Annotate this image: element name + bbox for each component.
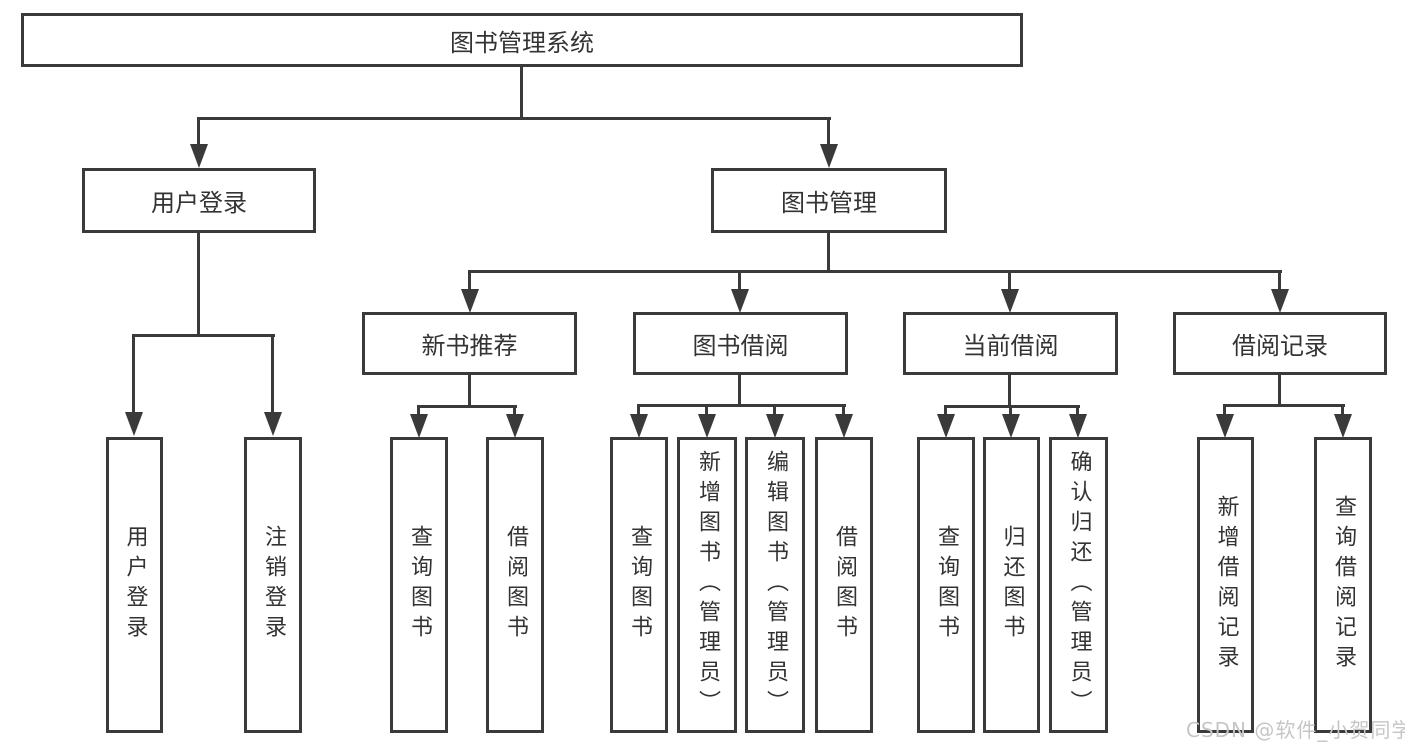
connector-level3-arrow-stem	[468, 270, 471, 291]
leaf-label: 查询图书	[407, 525, 432, 645]
node-book-management: 图书管理	[711, 168, 947, 233]
arrowhead-down	[766, 414, 784, 438]
arrowhead-down	[264, 412, 282, 436]
connector-leaf-arrow-stem	[705, 404, 708, 416]
connector-user-login-branch	[132, 334, 275, 337]
connector-leaf-arrow-stem	[944, 405, 947, 416]
leaf-query-book-current: 查询图书	[917, 437, 975, 733]
connector-book-mgmt-arrow-stem	[827, 117, 830, 145]
leaf-label: 注销登录	[261, 525, 286, 645]
connector-current-borrow-stem	[1008, 374, 1011, 408]
leaf-label: 新增图书（管理员）	[695, 450, 720, 720]
node-book-borrow: 图书借阅	[633, 312, 848, 375]
connector-leaf-arrow-stem	[1341, 404, 1344, 416]
arrowhead-down	[1271, 289, 1289, 313]
leaf-user-login: 用户登录	[106, 437, 163, 733]
arrowhead-down	[820, 144, 838, 168]
node-user-login: 用户登录	[82, 168, 316, 233]
connector-leaf-arrow-stem	[513, 405, 516, 416]
connector-root-stem	[520, 65, 523, 119]
connector-user-login-arrow-stem	[197, 117, 200, 145]
leaf-return-book: 归还图书	[983, 437, 1040, 733]
connector-leaf-arrow-stem	[132, 334, 135, 414]
arrowhead-down	[1216, 414, 1234, 438]
node-current-borrow: 当前借阅	[903, 312, 1118, 375]
connector-leaf-arrow-stem	[773, 404, 776, 416]
arrowhead-down	[937, 414, 955, 438]
node-library-management-system: 图书管理系统	[21, 13, 1023, 67]
connector-new-rec-branch	[417, 405, 517, 408]
node-label: 用户登录	[151, 189, 247, 217]
leaf-borrow-book: 借阅图书	[815, 437, 873, 733]
connector-book-borrow-stem	[738, 374, 741, 407]
connector-leaf-arrow-stem	[842, 404, 845, 416]
node-label: 新书推荐	[421, 332, 518, 360]
connector-book-mgmt-stem	[827, 231, 830, 271]
leaf-query-book-recommend: 查询图书	[390, 437, 448, 733]
connector-borrow-record-stem	[1278, 374, 1281, 407]
leaf-label: 查询图书	[627, 525, 652, 645]
leaf-label: 新增借阅记录	[1213, 495, 1239, 675]
leaf-label: 查询借阅记录	[1331, 495, 1356, 675]
connector-level3-arrow-stem	[1008, 270, 1011, 291]
leaf-label: 编辑图书（管理员）	[763, 450, 788, 720]
node-label: 图书借阅	[692, 332, 789, 360]
connector-leaf-arrow-stem	[417, 405, 420, 416]
connector-leaf-arrow-stem	[1076, 405, 1079, 416]
leaf-logout-login: 注销登录	[244, 437, 302, 733]
connector-new-rec-stem	[468, 374, 471, 408]
arrowhead-down	[410, 414, 428, 438]
arrowhead-down	[125, 412, 143, 436]
connector-leaf-arrow-stem	[1223, 404, 1226, 416]
node-label: 图书管理系统	[450, 28, 594, 57]
leaf-label: 借阅图书	[832, 525, 857, 645]
node-borrow-record: 借阅记录	[1173, 312, 1387, 375]
leaf-borrow-book-recommend: 借阅图书	[486, 437, 544, 733]
arrowhead-down	[1002, 414, 1020, 438]
connector-leaf-arrow-stem	[271, 334, 274, 414]
connector-level3-branch	[468, 270, 1282, 273]
arrowhead-down	[1069, 414, 1087, 438]
leaf-query-book-borrow: 查询图书	[610, 437, 668, 733]
connector-borrow-record-branch	[1223, 404, 1345, 407]
node-label: 借阅记录	[1232, 332, 1328, 360]
arrowhead-down	[835, 414, 853, 438]
connector-current-borrow-branch	[944, 405, 1080, 408]
leaf-add-book-admin: 新增图书（管理员）	[677, 437, 737, 733]
leaf-label: 查询图书	[934, 525, 959, 645]
leaf-label: 用户登录	[122, 525, 148, 645]
arrowhead-down	[1001, 289, 1019, 313]
arrowhead-down	[461, 289, 479, 313]
arrowhead-down	[731, 289, 749, 313]
arrowhead-down	[190, 144, 208, 168]
leaf-query-borrow-record: 查询借阅记录	[1314, 437, 1372, 733]
watermark: CSDN @软件_小贺同学	[1186, 718, 1405, 742]
node-label: 当前借阅	[962, 332, 1059, 360]
connector-level3-arrow-stem	[1278, 270, 1281, 291]
leaf-label: 归还图书	[999, 525, 1025, 645]
leaf-label: 借阅图书	[503, 525, 528, 645]
connector-level3-arrow-stem	[738, 270, 741, 291]
connector-book-borrow-branch	[637, 404, 846, 407]
arrowhead-down	[1334, 414, 1352, 438]
connector-leaf-arrow-stem	[1009, 405, 1012, 416]
leaf-confirm-return-admin: 确认归还（管理员）	[1049, 437, 1108, 733]
leaf-label: 确认归还（管理员）	[1066, 450, 1092, 720]
arrowhead-down	[698, 414, 716, 438]
arrowhead-down	[630, 414, 648, 438]
node-label: 图书管理	[781, 189, 877, 217]
leaf-edit-book-admin: 编辑图书（管理员）	[745, 437, 805, 733]
leaf-add-borrow-record: 新增借阅记录	[1197, 437, 1254, 733]
connector-leaf-arrow-stem	[637, 404, 640, 416]
arrowhead-down	[506, 414, 524, 438]
node-new-book-recommend: 新书推荐	[362, 312, 577, 375]
connector-level2-branch	[197, 117, 831, 120]
connector-user-login-stem	[197, 231, 200, 336]
